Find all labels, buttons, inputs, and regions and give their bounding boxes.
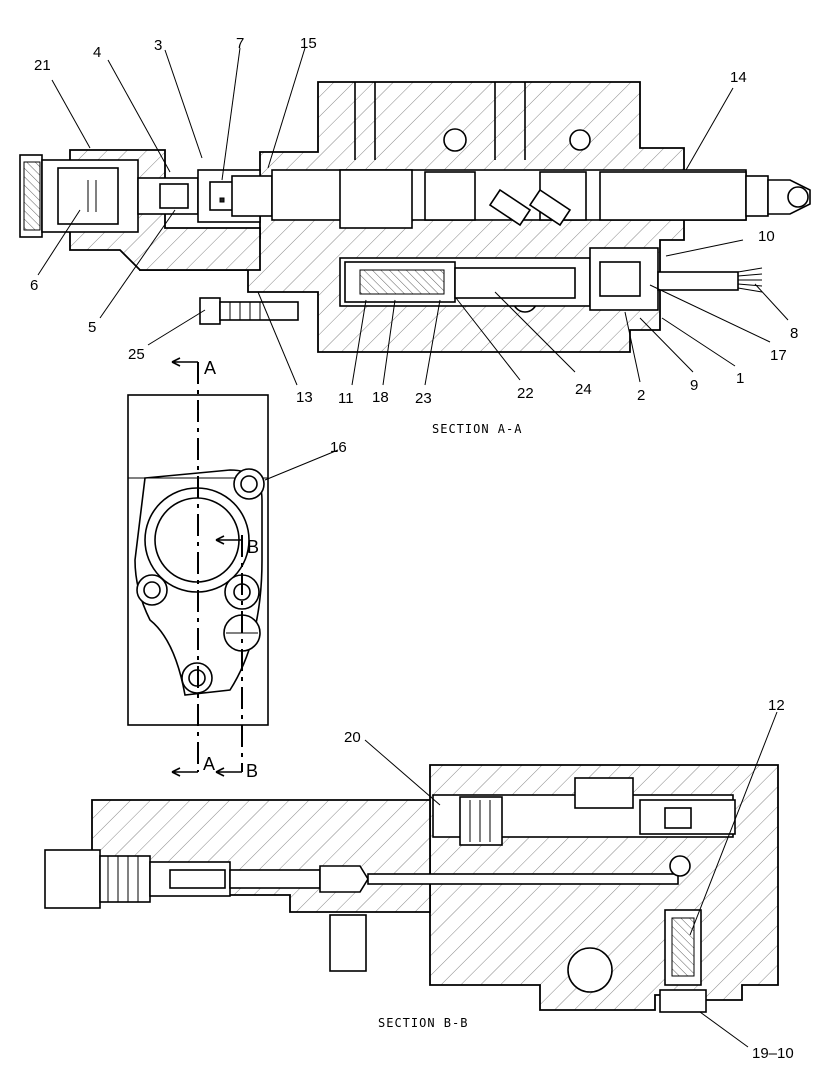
end-view: 16 A B A B xyxy=(127,357,347,781)
label-23: 23 xyxy=(415,390,432,407)
marker-b-top: B xyxy=(247,537,259,557)
arrow-a-top xyxy=(171,357,198,367)
label-20: 20 xyxy=(344,729,361,746)
lower-boss xyxy=(329,914,367,972)
leader-12 xyxy=(689,711,778,936)
section-b-caption: SECTION B-B xyxy=(378,1016,468,1030)
label-5: 5 xyxy=(88,319,96,336)
label-22: 22 xyxy=(517,385,534,402)
spool-stem xyxy=(599,171,747,221)
retainer-15 xyxy=(231,175,273,217)
adjuster-core xyxy=(169,869,226,889)
marker-b-bottom: B xyxy=(246,761,258,781)
rod-end-hole xyxy=(669,855,691,877)
plug-threads xyxy=(229,302,261,320)
rod-section-1 xyxy=(229,869,321,889)
sleeve-rings xyxy=(469,800,491,842)
stem-wires-8 xyxy=(737,267,763,293)
clevis-pin-hole xyxy=(787,186,809,208)
section-b-b: 20 12 19–10 SECTION B-B xyxy=(44,697,794,1062)
leader-19-10 xyxy=(699,1011,749,1048)
spool-slot-1 xyxy=(488,188,532,227)
right-plug-core xyxy=(664,807,692,829)
label-13: 13 xyxy=(296,389,313,406)
label-21: 21 xyxy=(34,57,51,74)
label-4: 4 xyxy=(93,44,101,61)
label-9: 9 xyxy=(690,377,698,394)
plug-19 xyxy=(659,989,707,1013)
label-6: 6 xyxy=(30,277,38,294)
label-19-10: 19–10 xyxy=(752,1045,794,1062)
long-rod xyxy=(367,873,679,885)
knob-grip xyxy=(107,856,139,902)
label-1: 1 xyxy=(736,370,744,387)
label-25: 25 xyxy=(128,346,145,363)
arrow-b-top xyxy=(215,535,242,545)
bolt-hole-left-inner xyxy=(143,581,161,599)
piston-groove xyxy=(87,180,97,212)
label-10: 10 xyxy=(758,228,775,245)
leader-16 xyxy=(264,449,339,481)
relief-stem-17 xyxy=(657,271,739,291)
label-14: 14 xyxy=(730,69,747,86)
leaders-a xyxy=(37,47,789,386)
rod-coupler xyxy=(319,865,369,893)
marker-a-top: A xyxy=(204,358,216,378)
label-2: 2 xyxy=(637,387,645,404)
plug-body-25 xyxy=(219,301,299,321)
label-24: 24 xyxy=(575,381,592,398)
label-12: 12 xyxy=(768,697,785,714)
spool-land-1 xyxy=(339,169,413,229)
relief-spring-18 xyxy=(359,269,445,295)
label-15: 15 xyxy=(300,35,317,52)
label-11: 11 xyxy=(338,390,354,407)
label-8: 8 xyxy=(790,325,798,342)
port-hole-right xyxy=(569,129,591,151)
detent-ball xyxy=(219,197,225,203)
bolt-hole-top-inner xyxy=(240,475,258,493)
sleeve-20 xyxy=(459,796,503,846)
end-cap-plug xyxy=(23,161,41,231)
label-17: 17 xyxy=(770,347,787,364)
marker-a-bottom: A xyxy=(203,754,215,774)
check-spring xyxy=(671,917,695,977)
upper-land-b xyxy=(574,777,634,809)
stem-collar xyxy=(745,175,769,217)
relief-nut-9 xyxy=(599,261,641,297)
spool-land-2 xyxy=(424,171,476,221)
label-16: 16 xyxy=(330,439,347,456)
adjust-knob xyxy=(44,849,101,909)
labels-a: 21 4 3 7 15 14 10 6 5 25 13 11 18 23 22 … xyxy=(30,35,798,407)
relief-poppet-24 xyxy=(454,267,576,299)
label-7: 7 xyxy=(236,35,244,52)
port-hole-b xyxy=(567,947,613,993)
label-18: 18 xyxy=(372,389,389,406)
section-a-caption: SECTION A-A xyxy=(432,422,522,436)
passage-lines xyxy=(354,82,526,160)
spool-slot-2 xyxy=(528,188,572,227)
pin-5 xyxy=(159,183,189,209)
arrow-b-bottom xyxy=(215,767,242,777)
leader-20 xyxy=(364,739,441,806)
port-hole-upper xyxy=(443,128,467,152)
arrow-a-bottom xyxy=(171,767,198,777)
section-a-a: 21 4 3 7 15 14 10 6 5 25 13 11 18 23 22 … xyxy=(19,35,811,436)
label-3: 3 xyxy=(154,37,162,54)
